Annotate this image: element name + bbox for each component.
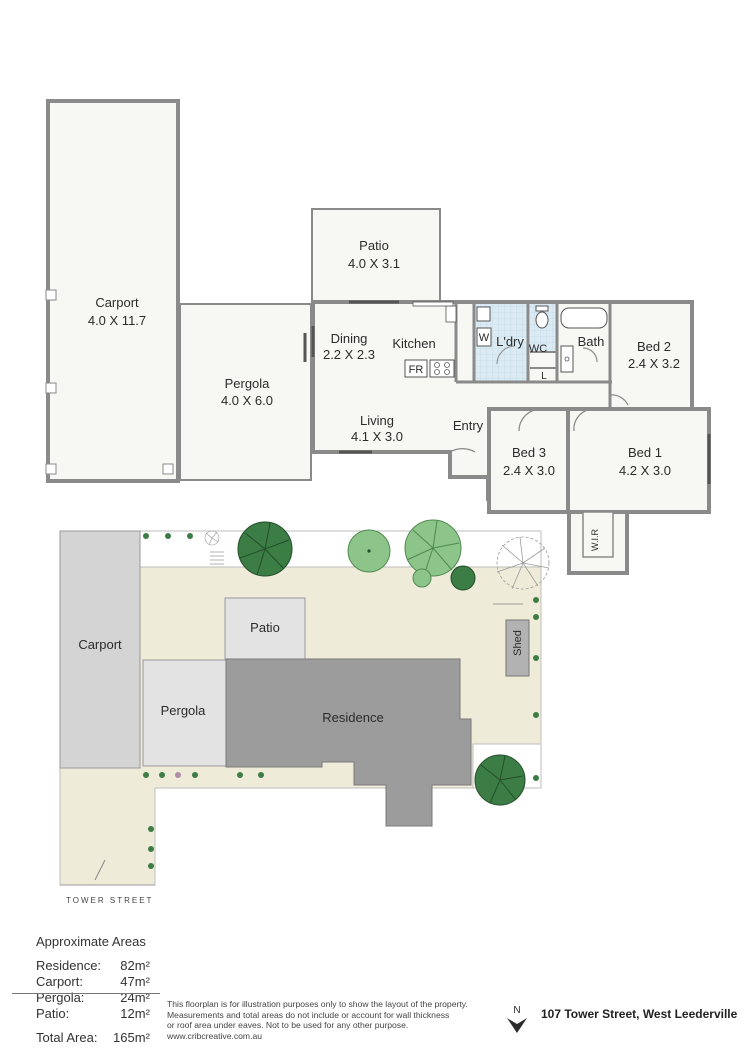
washing-machine-label: W — [479, 332, 490, 344]
area-label: Pergola: — [36, 990, 85, 1005]
entry-label: Entry — [453, 418, 484, 433]
area-value: 12m² — [120, 1006, 150, 1021]
carport-area — [46, 99, 180, 483]
kitchen-label: Kitchen — [392, 336, 435, 351]
floor-plan: Carport 4.0 X 11.7 Patio 4.0 X 3.1 Pergo… — [45, 99, 711, 575]
patio-area — [311, 208, 441, 303]
north-arrow-icon: N — [507, 1005, 527, 1033]
laundry-label: L'dry — [496, 334, 524, 349]
living-label: Living — [360, 413, 394, 428]
carport-dims: 4.0 X 11.7 — [88, 313, 146, 328]
areas-row: Carport: 47m² — [36, 975, 150, 991]
areas-title: Approximate Areas — [36, 934, 146, 949]
compass-label: N — [513, 1005, 520, 1016]
area-label: Patio: — [36, 1006, 70, 1021]
site-pergola-label: Pergola — [161, 703, 207, 718]
fridge-label: FR — [409, 364, 424, 376]
bed2-dims: 2.4 X 3.2 — [628, 356, 680, 371]
street-name: TOWER STREET — [66, 896, 154, 905]
bath-label: Bath — [578, 334, 605, 349]
site-patio-label: Patio — [250, 620, 280, 635]
carport-label: Carport — [95, 295, 139, 310]
bed3-dims: 2.4 X 3.0 — [503, 463, 555, 478]
site-shed-label: Shed — [512, 630, 524, 656]
living-dims: 4.1 X 3.0 — [351, 429, 403, 444]
disclaimer-url: www.cribcreative.com.au — [167, 1030, 263, 1041]
bed1-label: Bed 1 — [628, 445, 662, 460]
bed1-room — [566, 407, 711, 514]
area-value: 24m² — [120, 990, 150, 1005]
patio-dims: 4.0 X 3.1 — [348, 256, 400, 271]
disclaimer-line: This floorplan is for illustration purpo… — [167, 999, 468, 1009]
area-value: 47m² — [120, 974, 150, 989]
linen-label: L — [541, 371, 547, 382]
site-residence-label: Residence — [322, 710, 383, 725]
areas-row: Residence: 82m² — [36, 959, 150, 975]
site-patio — [224, 597, 306, 660]
pergola-label: Pergola — [225, 376, 271, 391]
areas-table: Residence: 82m² Carport: 47m² Pergola: 24m²… — [36, 959, 150, 1047]
site-plan: Carport Patio Pergola Residence Shed — [59, 519, 550, 886]
bed3-label: Bed 3 — [512, 445, 546, 460]
areas-divider — [12, 993, 160, 994]
areas-total-row: Total Area: 165m² — [36, 1023, 150, 1047]
total-area-label: Total Area: — [36, 1030, 98, 1045]
wir-label: W.I.R — [590, 529, 600, 551]
site-carport — [59, 530, 141, 769]
bed2-label: Bed 2 — [637, 339, 671, 354]
site-shed — [505, 619, 530, 677]
site-pergola — [142, 659, 227, 767]
wc-label: WC — [529, 343, 547, 355]
dining-label: Dining — [331, 331, 368, 346]
pergola-dims: 4.0 X 6.0 — [221, 393, 273, 408]
tree-group — [204, 519, 550, 806]
pergola-area — [179, 303, 312, 481]
areas-row: Pergola: 24m² — [36, 991, 150, 1007]
patio-label: Patio — [359, 238, 389, 253]
areas-row: Patio: 12m² — [36, 1007, 150, 1023]
dining-dims: 2.2 X 2.3 — [323, 347, 375, 362]
disclaimer-line: or roof area under eaves. Not to be used… — [167, 1020, 409, 1031]
total-area-value: 165m² — [113, 1030, 150, 1045]
property-address: 107 Tower Street, West Leederville — [541, 1007, 738, 1021]
disclaimer-line: Measurements and total areas do not incl… — [167, 1009, 450, 1020]
area-label: Carport: — [36, 974, 83, 989]
area-value: 82m² — [120, 958, 150, 973]
shrubs — [143, 533, 539, 869]
site-residence — [225, 658, 472, 827]
approximate-areas: Approximate Areas Residence: 82m² Carport… — [36, 934, 166, 1047]
site-carport-label: Carport — [78, 637, 122, 652]
bed1-dims: 4.2 X 3.0 — [619, 463, 671, 478]
disclaimer: This floorplan is for illustration purpo… — [167, 999, 507, 1041]
area-label: Residence: — [36, 958, 102, 973]
bed3-room — [487, 407, 570, 514]
